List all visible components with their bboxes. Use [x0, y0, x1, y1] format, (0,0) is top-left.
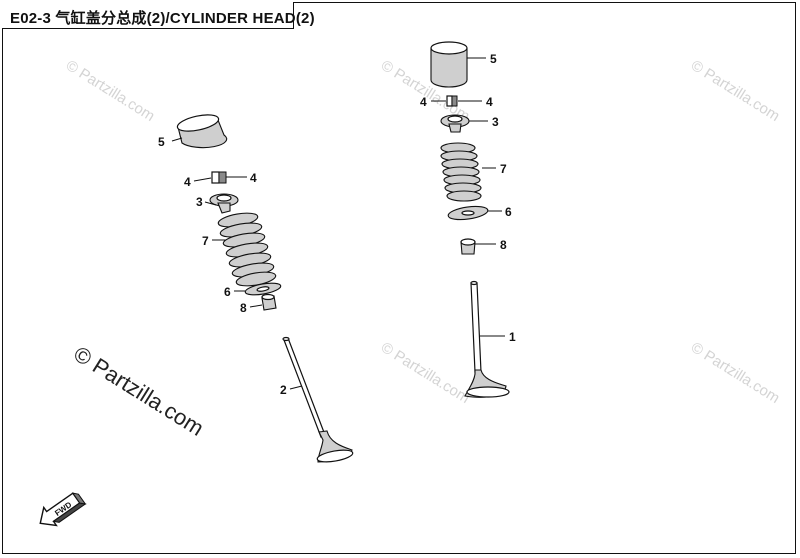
right-valve-assembly [430, 41, 510, 398]
callout-left-cotter-a: 4 [184, 175, 191, 189]
right-retainer [440, 114, 470, 133]
callout-right-spring: 7 [500, 162, 507, 176]
left-tappet [176, 114, 228, 149]
callout-left-retainer: 3 [196, 195, 203, 209]
left-spring-seat [244, 282, 282, 296]
callout-right-spring-seat: 6 [505, 205, 512, 219]
title-box: E02-3 气缸盖分总成(2)/CYLINDER HEAD(2) [2, 2, 315, 29]
left-stem-seal [261, 293, 277, 311]
callout-right-valve: 1 [509, 330, 516, 344]
right-valve [464, 280, 510, 398]
callout-left-spring-seat: 6 [224, 285, 231, 299]
watermark: © Partzilla.com [63, 57, 158, 125]
callout-left-stem-seal: 8 [240, 301, 247, 315]
callout-left-spring: 7 [202, 234, 209, 248]
watermark: © Partzilla.com [688, 339, 783, 407]
diagram-title: E02-3 气缸盖分总成(2)/CYLINDER HEAD(2) [10, 10, 315, 27]
left-valve-assembly [176, 114, 354, 463]
watermark-main: © Partzilla.com [69, 341, 208, 441]
left-retainer [209, 193, 239, 214]
callout-right-cotter-a: 4 [420, 95, 427, 109]
callout-left-valve: 2 [280, 383, 287, 397]
right-spring [440, 142, 482, 202]
callout-left-tappet: 5 [158, 135, 165, 149]
callout-right-stem-seal: 8 [500, 238, 507, 252]
right-callouts: 5 4 4 3 7 6 8 1 [420, 52, 516, 344]
right-cotters [446, 95, 458, 107]
right-stem-seal [460, 238, 476, 255]
left-valve [282, 336, 354, 463]
callout-right-retainer: 3 [492, 115, 499, 129]
right-tappet [430, 41, 468, 88]
left-cotters [211, 171, 227, 184]
right-spring-seat [447, 205, 489, 221]
watermark: © Partzilla.com [378, 339, 473, 407]
left-spring [217, 212, 277, 287]
watermarks: © Partzilla.com © Partzilla.com © Partzi… [63, 57, 783, 407]
fwd-arrow-icon: FWD [39, 492, 87, 527]
watermark: © Partzilla.com [688, 57, 783, 125]
callout-right-tappet: 5 [490, 52, 497, 66]
left-callouts: 5 4 4 3 7 6 8 2 [158, 135, 303, 397]
callout-right-cotter-b: 4 [486, 95, 493, 109]
callout-left-cotter-b: 4 [250, 171, 257, 185]
